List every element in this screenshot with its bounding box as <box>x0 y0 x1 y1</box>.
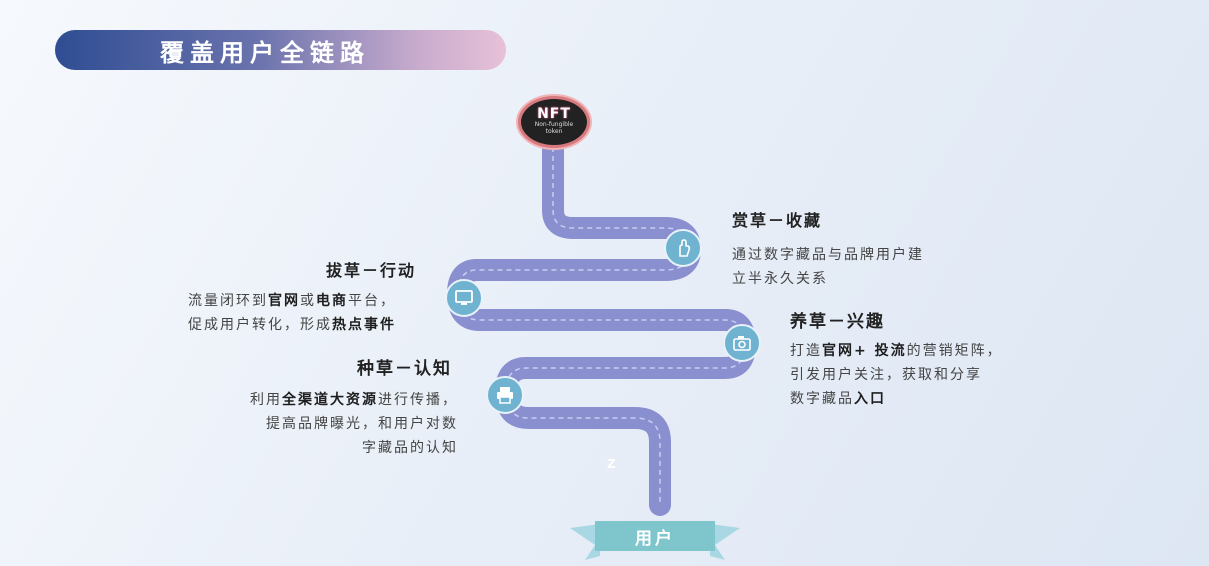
node-zhongcao <box>486 376 524 414</box>
user-label: 用户 <box>635 528 675 549</box>
stage-yangcao-line3: 数字藏品入口 <box>790 387 1003 411</box>
z-mark: Z <box>607 457 616 471</box>
hand-icon <box>679 239 691 257</box>
highlight-text: 热点事件 <box>332 317 396 333</box>
stage-zhongcao-line3: 字藏品的认知 <box>362 440 458 456</box>
stage-zhongcao-line2: 提高品牌曝光，和用户对数 <box>266 416 458 432</box>
text: 促成用户转化，形成 <box>188 317 332 333</box>
stage-yangcao-desc: 打造官网+ 投流的营销矩阵， 引发用户关注，获取和分享 数字藏品入口 <box>790 339 1003 411</box>
title-banner: 覆盖用户全链路 <box>55 30 506 70</box>
stage-bacao-desc: 流量闭环到官网或电商平台， 促成用户转化，形成热点事件 <box>188 289 396 337</box>
text: 平台， <box>348 293 396 309</box>
stage-yangcao-heading: 养草－兴趣 <box>790 312 885 332</box>
text: 数字藏品 <box>790 391 854 407</box>
stage-bacao-heading: 拔草－行动 <box>326 261 417 280</box>
highlight-text: 官网 <box>268 293 300 309</box>
highlight-text: 全渠道大资源 <box>282 392 378 408</box>
camera-icon <box>733 336 751 351</box>
nft-badge: NFT Non-fungible token <box>518 96 590 148</box>
highlight-text: 电商 <box>316 293 348 309</box>
text: 的营销矩阵， <box>906 343 1003 359</box>
stage-zhongcao-desc: 利用全渠道大资源进行传播， 提高品牌曝光，和用户对数 字藏品的认知 <box>222 388 458 460</box>
stage-shangcao-line1: 通过数字藏品与品牌用户建 <box>732 247 924 263</box>
monitor-icon <box>455 290 473 305</box>
nft-badge-text: NFT <box>537 106 571 122</box>
ribbon-right-tail <box>710 524 740 560</box>
node-bacao <box>445 279 483 317</box>
stage-zhongcao-heading: 种草－认知 <box>357 359 452 379</box>
stage-bacao-line2: 促成用户转化，形成热点事件 <box>188 313 396 337</box>
text: 或 <box>300 293 316 309</box>
text: 流量闭环到 <box>188 293 268 309</box>
stage-shangcao-desc: 通过数字藏品与品牌用户建 立半永久关系 <box>732 243 924 291</box>
node-yangcao <box>723 324 761 362</box>
highlight-text: 入口 <box>854 391 886 407</box>
printer-icon <box>497 387 513 404</box>
stage-yangcao-line2: 引发用户关注，获取和分享 <box>790 367 982 383</box>
highlight-text: 官网+ 投流 <box>822 343 907 359</box>
nft-badge-sub2: token <box>545 128 563 135</box>
stage-zhongcao-line1: 利用全渠道大资源进行传播， <box>222 388 458 412</box>
text: 利用 <box>250 392 282 408</box>
user-ribbon: 用户 <box>595 521 715 551</box>
road-path <box>447 127 756 516</box>
stage-shangcao-heading: 赏草－收藏 <box>732 211 823 230</box>
stage-bacao-line1: 流量闭环到官网或电商平台， <box>188 289 396 313</box>
stage-yangcao-line1: 打造官网+ 投流的营销矩阵， <box>790 339 1003 363</box>
text: 打造 <box>790 343 822 359</box>
node-shangcao <box>664 229 702 267</box>
nft-badge-sub1: Non-fungible <box>534 121 574 128</box>
ribbon-left-tail <box>570 524 600 560</box>
page-title: 覆盖用户全链路 <box>160 38 370 67</box>
text: 进行传播， <box>378 392 458 408</box>
stage-shangcao-line2: 立半永久关系 <box>732 271 828 287</box>
